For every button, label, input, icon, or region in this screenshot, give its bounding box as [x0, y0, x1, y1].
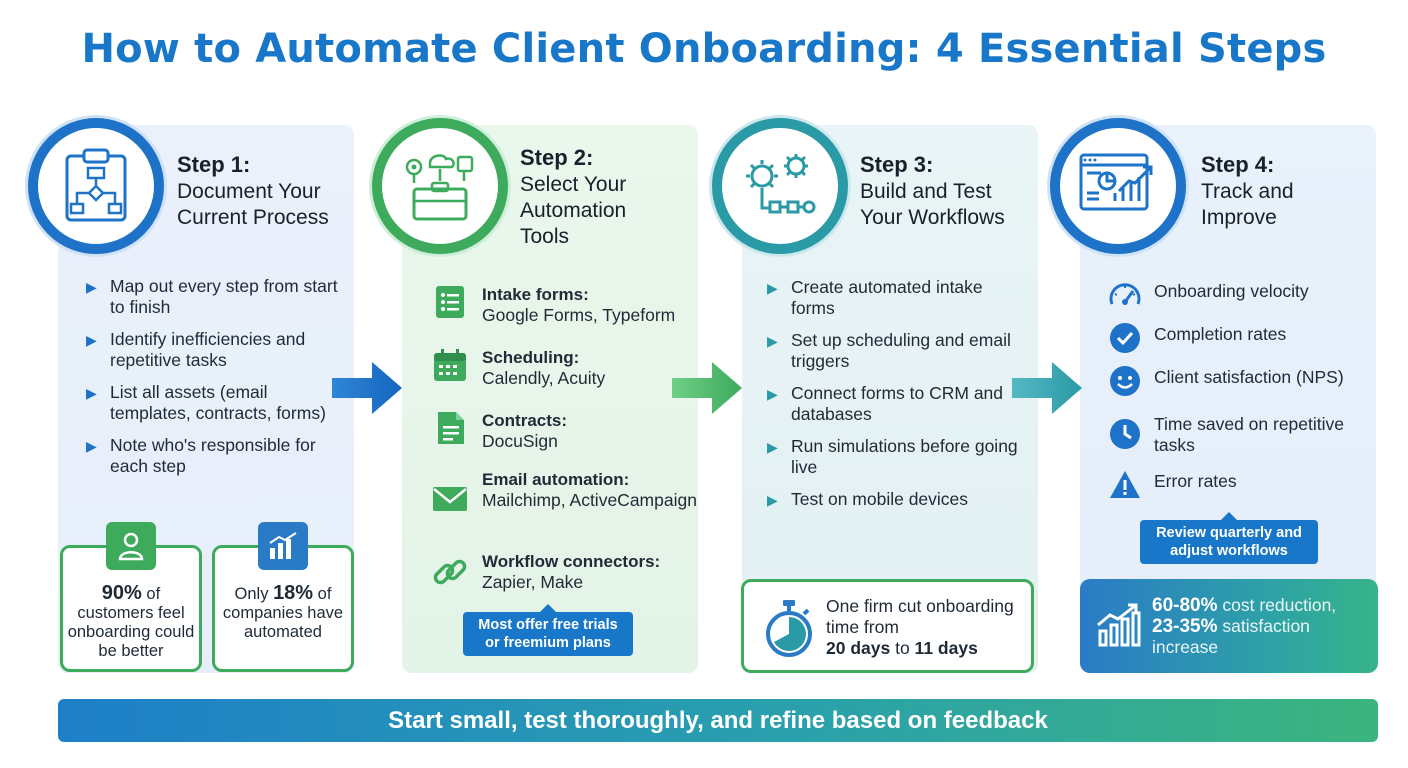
list-item: ▶Note who's responsible for each step — [86, 435, 316, 476]
list-item: ▶List all assets (email templates, contr… — [86, 382, 326, 423]
envelope-icon — [433, 487, 467, 511]
step-title: Build and Test — [860, 180, 992, 203]
step-2-icon-circle — [372, 118, 508, 254]
tool-name: Contracts: — [482, 411, 568, 430]
metric-label: Completion rates — [1154, 324, 1287, 344]
chevron-right-icon: ▶ — [86, 438, 97, 454]
tool-name: Email automation: — [482, 470, 630, 489]
step-1-heading: Step 1: Document Your Current Process — [177, 152, 329, 231]
tools-note-badge: Most offer free trials or freemium plans — [463, 604, 633, 656]
result-highlight: 60-80% — [1152, 595, 1218, 616]
metric-label: Onboarding velocity — [1154, 281, 1309, 301]
step-title: Current Process — [177, 206, 329, 229]
step-title: Track and — [1201, 180, 1294, 203]
step-label: Step 2: — [520, 145, 594, 170]
result-highlight: 23-35% — [1152, 616, 1218, 637]
step-title: Improve — [1201, 206, 1277, 229]
step-title: Automation — [520, 199, 627, 222]
chevron-right-icon: ▶ — [767, 386, 778, 402]
metric-label: Error rates — [1154, 471, 1237, 491]
chevron-right-icon: ▶ — [86, 332, 97, 348]
case-study-text: One firm cut onboarding time from 20 day… — [826, 596, 1014, 658]
chevron-right-icon: ▶ — [767, 280, 778, 296]
case-study-card: One firm cut onboarding time from 20 day… — [741, 579, 1034, 673]
calendar-icon — [434, 349, 466, 381]
step-label: Step 4: — [1201, 152, 1275, 177]
list-item: ▶Create automated intake forms — [767, 277, 983, 318]
chevron-right-icon: ▶ — [86, 385, 97, 401]
metric-label: Client satisfaction (NPS) — [1154, 367, 1344, 387]
results-card: 60-80% cost reduction, 23-35% satisfacti… — [1080, 579, 1378, 673]
smiley-icon — [1110, 366, 1140, 396]
case-to: 11 days — [914, 638, 978, 658]
step-3-icon-circle — [712, 118, 848, 254]
stopwatch-icon — [766, 600, 812, 657]
arrow-right-icon — [1012, 362, 1082, 414]
arrow-right-icon — [672, 362, 742, 414]
step-3-bullets: ▶Create automated intake forms ▶Set up s… — [767, 277, 1027, 521]
tool-value: Google Forms, Typeform — [482, 305, 676, 325]
stat-highlight: 90% — [101, 582, 142, 604]
clock-icon — [1110, 419, 1140, 449]
tool-name: Intake forms: — [482, 285, 589, 304]
list-item: ▶Map out every step from start to finish — [86, 276, 338, 317]
metric-label: Time saved on repetitive tasks — [1154, 414, 1344, 455]
review-note-badge: Review quarterly and adjust workflows — [1140, 512, 1318, 564]
step-4-heading: Step 4: Track and Improve — [1201, 152, 1294, 231]
chevron-right-icon: ▶ — [86, 279, 97, 295]
tool-value: Calendly, Acuity — [482, 368, 606, 388]
tool-value: DocuSign — [482, 431, 558, 451]
page-title: How to Automate Client Onboarding: 4 Ess… — [81, 26, 1327, 72]
list-item: ▶Run simulations before going live — [767, 436, 1018, 477]
document-icon — [438, 412, 464, 444]
step-1-icon-circle — [28, 118, 164, 254]
toolbox-icon — [405, 154, 474, 221]
step-2-heading: Step 2: Select Your Automation Tools — [520, 145, 626, 250]
tool-value: Mailchimp, ActiveCampaign — [482, 490, 697, 510]
step-title: Tools — [520, 225, 570, 248]
gears-workflow-icon — [746, 154, 816, 214]
list-item: ▶Connect forms to CRM and databases — [767, 383, 1004, 424]
footer-banner: Start small, test thoroughly, and refine… — [58, 699, 1378, 742]
list-item: ▶Test on mobile devices — [767, 489, 969, 509]
chevron-right-icon: ▶ — [767, 439, 778, 455]
step-title: Your Workflows — [860, 206, 1005, 229]
chevron-right-icon: ▶ — [767, 333, 778, 349]
speedometer-icon — [1109, 283, 1141, 305]
link-icon — [433, 559, 467, 585]
list-item: ▶Set up scheduling and email triggers — [767, 330, 1011, 371]
form-icon — [436, 286, 464, 318]
warning-icon — [1110, 471, 1140, 498]
tool-name: Scheduling: — [482, 348, 580, 367]
step-3-heading: Step 3: Build and Test Your Workflows — [860, 152, 1005, 231]
step-4-icon-circle — [1050, 118, 1186, 254]
tool-value: Zapier, Make — [482, 572, 584, 592]
results-text: 60-80% cost reduction, 23-35% satisfacti… — [1152, 595, 1337, 657]
clipboard-flowchart-icon — [65, 148, 127, 222]
step-label: Step 3: — [860, 152, 934, 177]
step-title: Document Your — [177, 180, 321, 203]
step-title: Select Your — [520, 173, 627, 196]
analytics-dashboard-icon — [1079, 153, 1153, 211]
arrow-right-icon — [332, 362, 402, 414]
user-icon — [106, 522, 156, 570]
tool-name: Workflow connectors: — [482, 552, 661, 571]
step-label: Step 1: — [177, 152, 251, 177]
bar-chart-icon — [258, 522, 308, 570]
case-from: 20 days — [826, 638, 891, 658]
growth-chart-icon — [1097, 603, 1141, 647]
chevron-right-icon: ▶ — [767, 492, 778, 508]
stat-highlight: 18% — [273, 582, 314, 604]
step-1-bullets: ▶Map out every step from start to finish… — [86, 276, 344, 488]
list-item: ▶Identify inefficiencies and repetitive … — [86, 329, 306, 370]
checkmark-icon — [1110, 323, 1140, 353]
